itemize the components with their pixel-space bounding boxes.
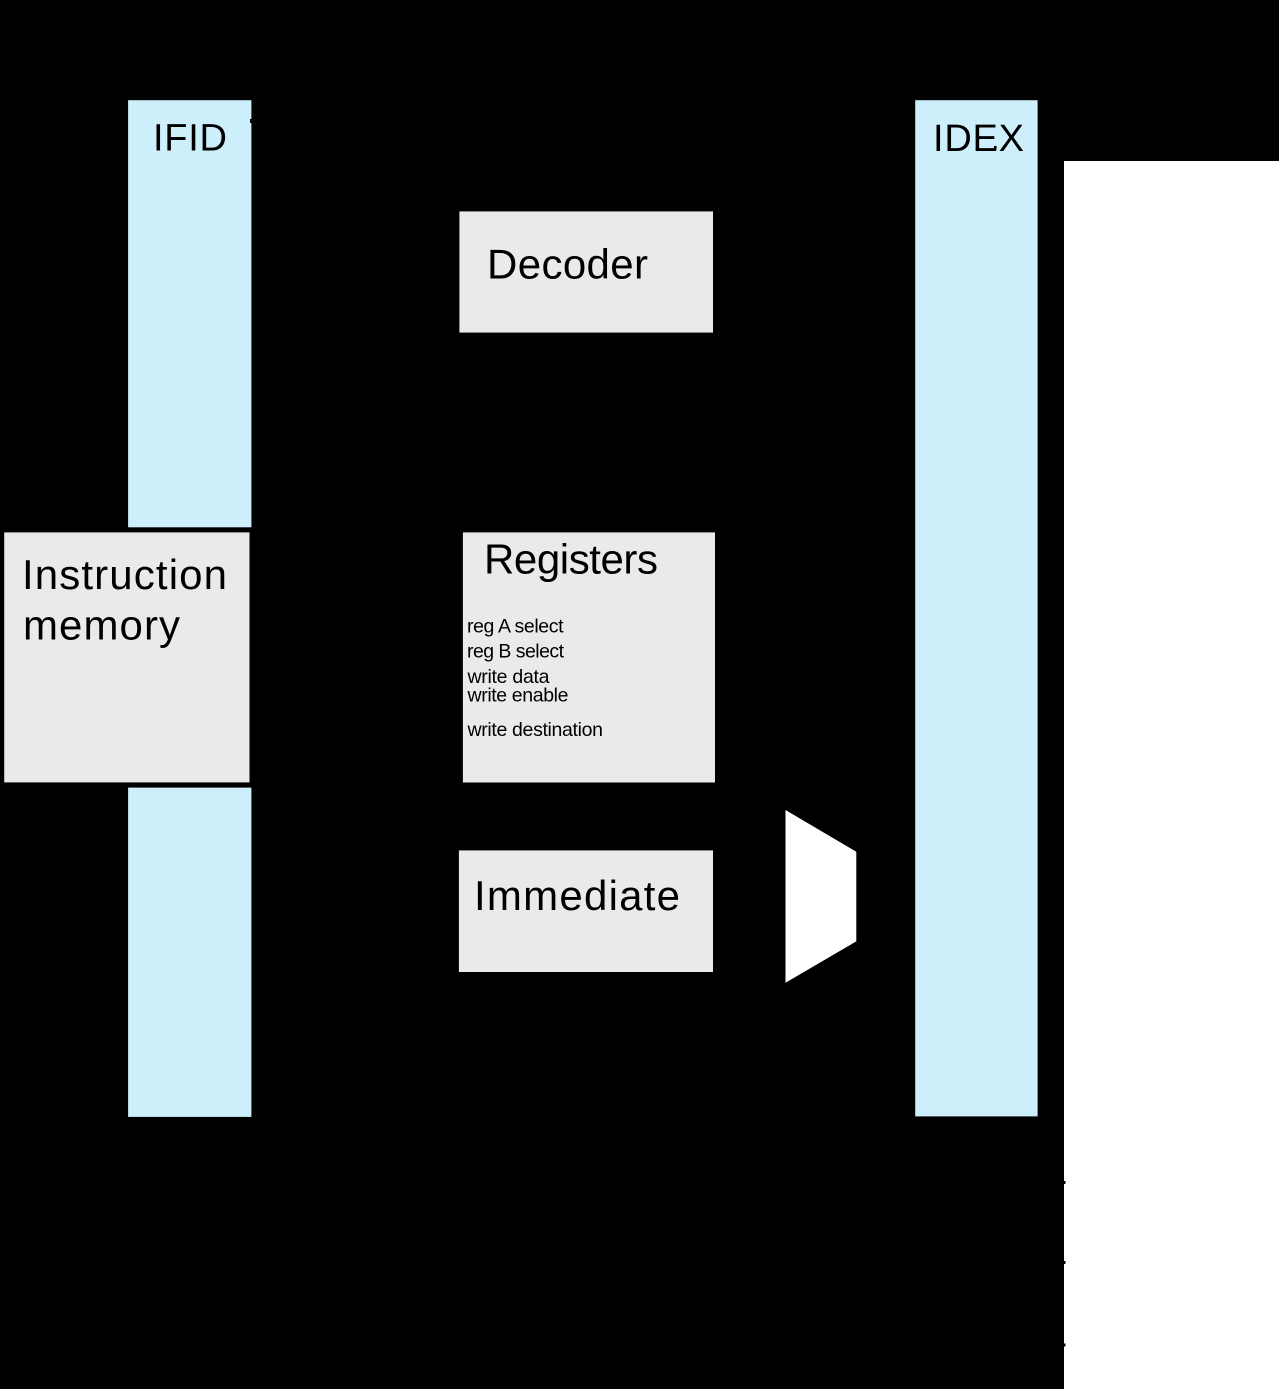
svg-text:Immediate: Immediate [474, 872, 680, 919]
svg-text:reg B select: reg B select [467, 640, 565, 662]
svg-text:write enable: write enable [467, 685, 569, 707]
svg-text:Instruction: Instruction [22, 551, 227, 598]
svg-text:Decoder: Decoder [487, 241, 648, 288]
svg-text:IFID: IFID [153, 118, 227, 160]
svg-text:Registers: Registers [484, 536, 658, 583]
svg-text:write destination: write destination [467, 719, 604, 741]
svg-text:reg A select: reg A select [467, 616, 564, 638]
svg-text:IDEX: IDEX [933, 118, 1024, 160]
svg-text:memory: memory [23, 602, 180, 649]
svg-text:write data: write data [467, 666, 550, 688]
